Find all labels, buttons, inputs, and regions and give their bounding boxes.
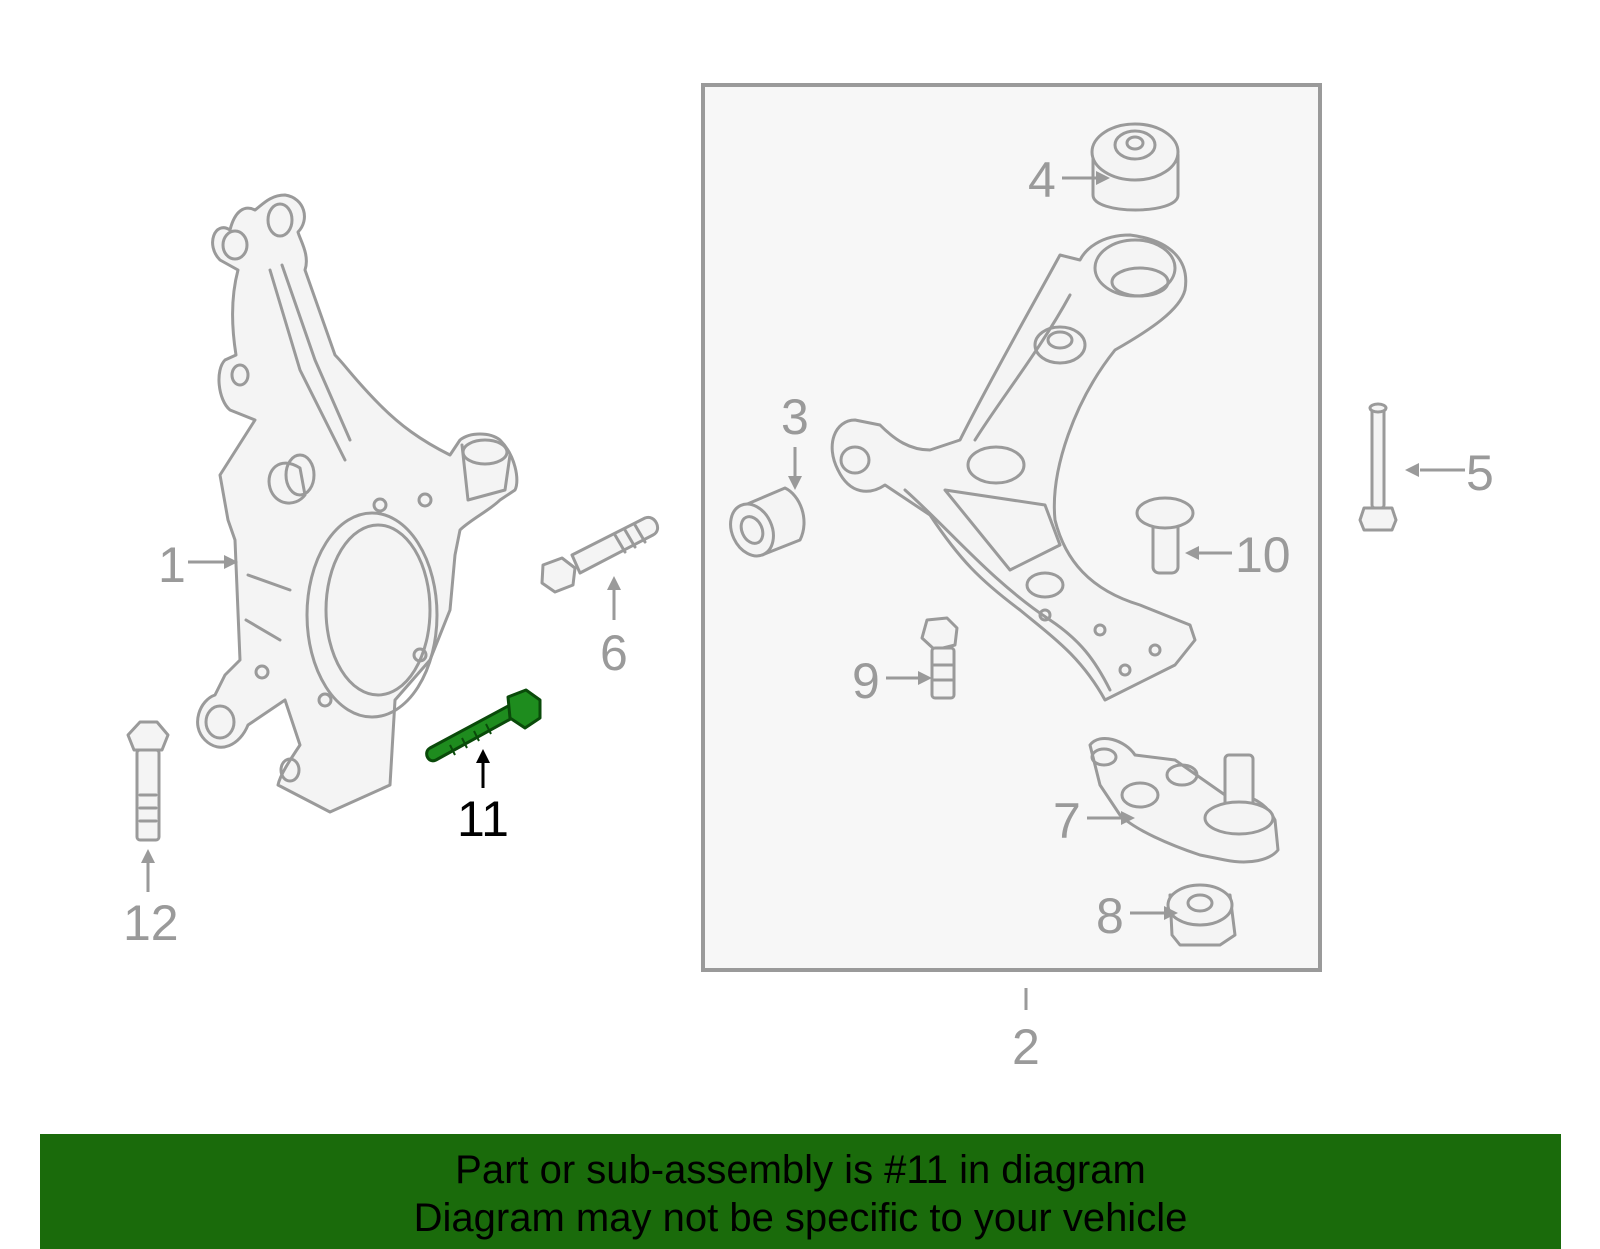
info-banner: Part or sub-assembly is #11 in diagram D… bbox=[40, 1134, 1561, 1249]
ball-joint-part bbox=[1088, 737, 1280, 864]
callout-2: 2 bbox=[1012, 1019, 1040, 1075]
lower-control-arm-part bbox=[830, 233, 1197, 702]
callout-5: 5 bbox=[1466, 445, 1494, 501]
callout-8: 8 bbox=[1096, 888, 1124, 944]
bolt-part-6 bbox=[540, 515, 659, 594]
callout-leaders bbox=[141, 171, 1465, 1010]
nut-part bbox=[1166, 883, 1237, 947]
steering-knuckle-part bbox=[196, 193, 519, 814]
plug-part bbox=[1135, 496, 1195, 575]
callout-12: 12 bbox=[123, 895, 179, 951]
callout-1: 1 bbox=[158, 537, 186, 593]
banner-line-part-number: Part or sub-assembly is #11 in diagram bbox=[455, 1148, 1146, 1192]
long-bolt-part bbox=[1358, 402, 1398, 532]
bolt-part-9 bbox=[920, 616, 959, 700]
callout-3: 3 bbox=[781, 389, 809, 445]
callout-4: 4 bbox=[1028, 152, 1056, 208]
highlighted-bolt-part-11[interactable] bbox=[425, 688, 542, 763]
callout-6: 6 bbox=[600, 625, 628, 681]
parts-diagram: 1 2 3 4 5 6 7 8 9 10 11 12 bbox=[123, 83, 1494, 1075]
bushing-part bbox=[729, 486, 806, 558]
callout-9: 9 bbox=[852, 653, 880, 709]
callout-7: 7 bbox=[1053, 793, 1081, 849]
callout-10: 10 bbox=[1235, 527, 1291, 583]
bolt-part-12 bbox=[126, 720, 170, 842]
banner-line-disclaimer: Diagram may not be specific to your vehi… bbox=[413, 1196, 1188, 1240]
arm-bushing-part bbox=[1090, 122, 1180, 212]
callout-11: 11 bbox=[457, 791, 509, 847]
